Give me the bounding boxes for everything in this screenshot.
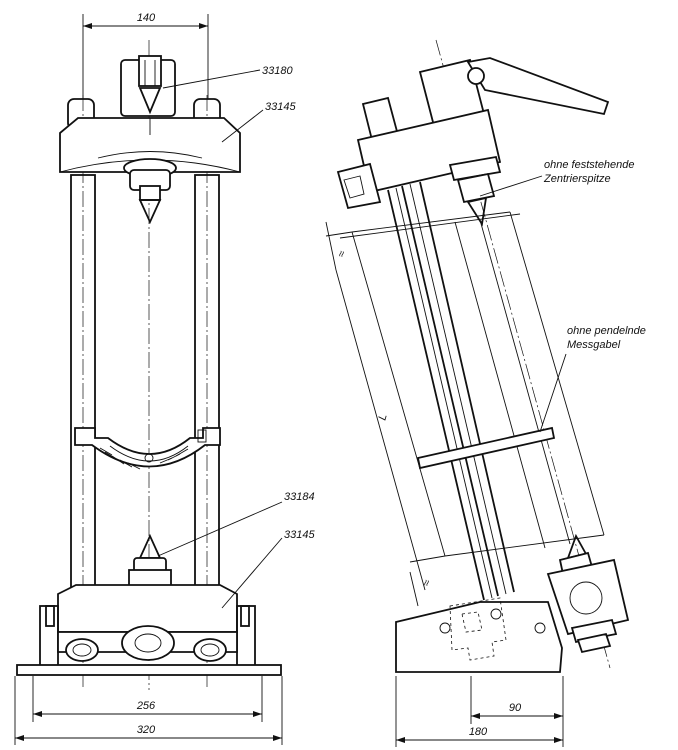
part-callouts: 33180 33145 33184 33145 <box>157 65 315 609</box>
dimension-length: L ≈ ≈ <box>325 221 446 607</box>
side-base <box>395 597 563 673</box>
dimension-depth-half: 90 <box>470 676 564 724</box>
front-view: 140 <box>14 12 315 745</box>
upper-center-holder <box>120 55 176 117</box>
dimension-rail-spacing: 256 <box>32 676 263 722</box>
pendulum-fork-rod <box>416 426 556 470</box>
offset-top-label: ≈ <box>336 250 349 259</box>
inclined-column <box>387 181 515 601</box>
part-label-33180: 33180 <box>262 65 293 77</box>
part-label-33184: 33184 <box>284 491 315 503</box>
part-label-33145-bottom: 33145 <box>284 529 315 541</box>
measuring-fork <box>74 427 221 470</box>
lower-crossbar <box>16 584 282 676</box>
lower-center-side <box>546 533 630 654</box>
note-fixed-center-line2: Zentrierspitze <box>543 173 611 185</box>
upper-head <box>336 57 610 227</box>
dimension-180-label: 180 <box>469 726 488 738</box>
upper-crossbar <box>59 117 241 225</box>
side-notes: ohne feststehende Zentrierspitze ohne pe… <box>479 159 646 433</box>
note-fixed-center-line1: ohne feststehende <box>544 159 635 171</box>
dimension-depth-total: 180 <box>395 676 564 747</box>
note-pendulum-fork-line2: Messgabel <box>567 339 621 351</box>
dimension-90-label: 90 <box>509 702 522 714</box>
lower-center <box>128 533 172 593</box>
offset-bottom-label: ≈ <box>421 579 434 588</box>
dimension-140-label: 140 <box>137 12 156 24</box>
dimension-256-label: 256 <box>136 700 156 712</box>
dimension-320-label: 320 <box>137 724 156 736</box>
note-pendulum-fork-line1: ohne pendelnde <box>567 325 646 337</box>
dimension-L-label: L <box>377 413 390 422</box>
part-label-33145-top: 33145 <box>265 101 296 113</box>
dimension-base-width: 320 <box>14 676 283 745</box>
side-view: L ≈ ≈ 90 180 ohne feststehende Zentriers… <box>325 39 646 747</box>
